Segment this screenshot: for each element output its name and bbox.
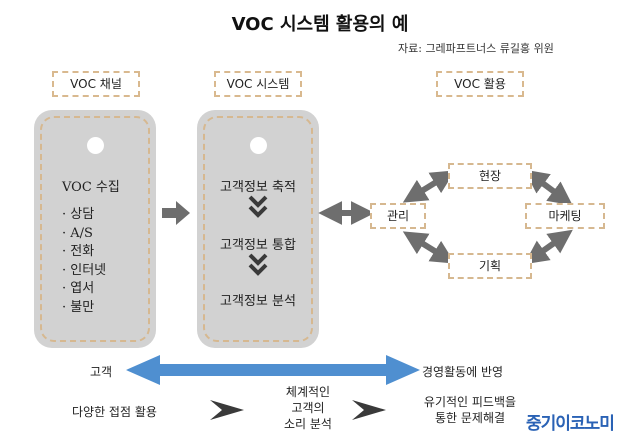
channel-item: · 인터넷 <box>62 262 107 278</box>
footer-analysis-text: 체계적인 고객의 소리 분석 <box>258 384 358 432</box>
publisher-logo: 중기이코노미 <box>526 414 615 434</box>
diagram-title: VOC 시스템 활용의 예 <box>231 14 409 35</box>
usage-node-field: 현장 <box>448 163 532 189</box>
footer-feedback-text: 유기적인 피드백을 통한 문제해결 <box>400 394 540 426</box>
double-arrow-icon <box>402 231 456 264</box>
channel-item: · 상담 <box>62 207 95 222</box>
footer-touchpoint-text: 다양한 접점 활용 <box>72 405 157 419</box>
footer-line: 고객의 <box>291 401 325 415</box>
blue-double-arrow-icon <box>126 355 420 385</box>
usage-node-marketing: 마케팅 <box>525 203 605 229</box>
voc-system-panel: 고객정보 축적 고객정보 통합 고객정보 분석 <box>197 110 319 348</box>
channel-item: · 불만 <box>62 299 95 315</box>
channel-item: · A/S <box>62 225 93 241</box>
source-note: 자료: 그레파프트너스 류길홍 위원 <box>398 42 554 55</box>
usage-node-planning: 기획 <box>448 253 532 279</box>
chevron-right-icon <box>210 400 244 420</box>
system-step-integrate: 고객정보 통합 <box>220 238 296 253</box>
customer-label: 고객 <box>90 365 113 379</box>
footer-line: 체계적인 <box>285 385 331 399</box>
panel-hole <box>87 137 104 154</box>
voc-channel-panel: VOC 수집 · 상담 · A/S · 전화 · 인터넷 · 엽서 · 불만 <box>34 110 156 348</box>
voc-collection-heading: VOC 수집 <box>62 180 120 195</box>
right-arrow-icon <box>162 201 190 225</box>
header-voc-usage: VOC 활용 <box>436 71 524 97</box>
footer-line: 소리 분석 <box>284 417 332 431</box>
system-step-analyze: 고객정보 분석 <box>220 294 296 309</box>
chevron-down-icon <box>248 253 268 276</box>
channel-item: · 전화 <box>62 244 95 259</box>
chevron-down-icon <box>248 195 268 218</box>
footer-line: 유기적인 피드백을 <box>423 395 517 409</box>
channel-item: · 엽서 <box>62 281 95 296</box>
chevron-right-icon <box>352 400 386 420</box>
channel-list: · 상담 · A/S · 전화 · 인터넷 · 엽서 · 불만 <box>62 206 106 317</box>
header-voc-system: VOC 시스템 <box>214 71 302 97</box>
header-voc-channel: VOC 채널 <box>52 71 140 97</box>
usage-node-management: 관리 <box>370 203 426 229</box>
double-arrow-icon <box>524 229 573 265</box>
panel-hole <box>250 137 267 154</box>
system-step-accumulate: 고객정보 축적 <box>220 180 296 195</box>
footer-line: 통한 문제해결 <box>434 411 506 425</box>
management-reflection-label: 경영활동에 반영 <box>422 365 504 379</box>
double-arrow-icon <box>402 170 456 203</box>
double-arrow-icon <box>524 169 573 206</box>
